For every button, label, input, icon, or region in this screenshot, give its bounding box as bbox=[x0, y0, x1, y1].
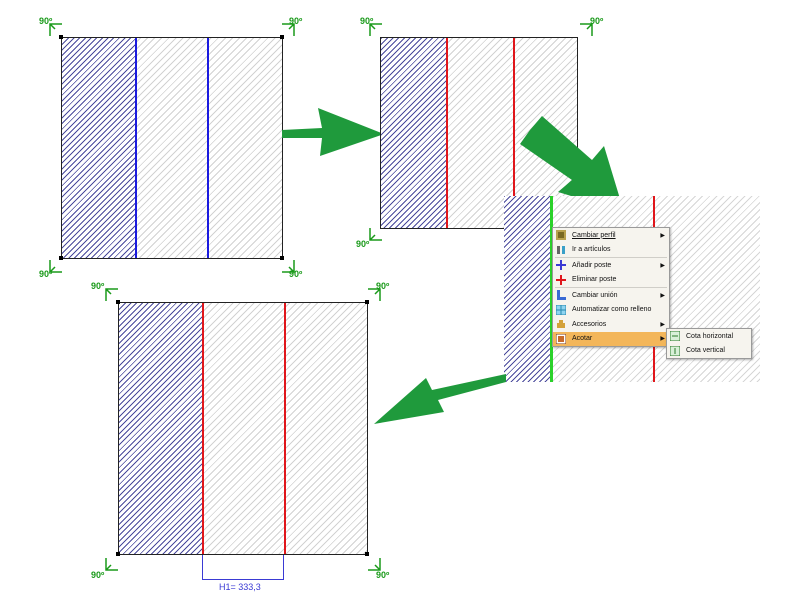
context-menu: Cambiar perfil ▶ Ir a artículos Añadir p… bbox=[552, 227, 670, 347]
menu-item-cambiar-perfil[interactable]: Cambiar perfil ▶ bbox=[553, 228, 669, 243]
angle-label: 90º bbox=[39, 269, 53, 279]
angle-bracket-icon bbox=[369, 228, 382, 241]
angle-label: 90º bbox=[590, 16, 604, 26]
angle-bracket-icon bbox=[282, 260, 295, 273]
step-arrow-icon bbox=[374, 374, 506, 424]
menu-item-ir-a-articulos[interactable]: Ir a artículos bbox=[553, 243, 669, 258]
fill-icon bbox=[555, 304, 567, 316]
menu-item-anadir-poste[interactable]: Añadir poste ▶ bbox=[553, 258, 669, 273]
dimension-bracket[interactable] bbox=[202, 555, 284, 580]
glass-pane-hatched bbox=[381, 38, 447, 228]
menu-item-acotar[interactable]: Acotar ▶ bbox=[553, 331, 669, 346]
mullion-post[interactable] bbox=[207, 38, 209, 258]
submenu-item-cota-vertical[interactable]: Cota vertical bbox=[667, 344, 751, 359]
angle-label: 90º bbox=[39, 16, 53, 26]
submenu-arrow-icon: ▶ bbox=[660, 232, 665, 239]
submenu-acotar: Cota horizontal Cota vertical bbox=[666, 328, 752, 359]
accessories-icon bbox=[555, 318, 567, 330]
menu-item-automatizar-relleno[interactable]: Automatizar como relleno bbox=[553, 303, 669, 318]
angle-bracket-icon bbox=[49, 23, 62, 36]
submenu-item-cota-horizontal[interactable]: Cota horizontal bbox=[667, 329, 751, 344]
mullion-post-selected[interactable] bbox=[550, 196, 553, 382]
corner-node bbox=[116, 552, 120, 556]
angle-bracket-icon bbox=[368, 288, 381, 301]
angle-label: 90º bbox=[356, 239, 370, 249]
angle-bracket-icon bbox=[49, 260, 62, 273]
angle-bracket-icon bbox=[105, 288, 118, 301]
corner-node bbox=[365, 300, 369, 304]
submenu-arrow-icon: ▶ bbox=[660, 292, 665, 299]
submenu-arrow-icon: ▶ bbox=[660, 321, 665, 328]
step-arrow-icon bbox=[520, 116, 624, 212]
mullion-post[interactable] bbox=[284, 303, 286, 554]
angle-label: 90º bbox=[289, 16, 303, 26]
mullion-post[interactable] bbox=[135, 38, 137, 258]
angle-bracket-icon bbox=[282, 23, 295, 36]
menu-item-cambiar-union[interactable]: Cambiar unión ▶ bbox=[553, 288, 669, 303]
dimension-h-icon bbox=[669, 330, 681, 342]
angle-label: 90º bbox=[376, 281, 390, 291]
mullion-post[interactable] bbox=[446, 38, 448, 228]
corner-node bbox=[280, 35, 284, 39]
window-frame-panel-1[interactable] bbox=[61, 37, 283, 259]
dimension-label: H1= 333,3 bbox=[219, 582, 261, 592]
window-frame-panel-4[interactable] bbox=[118, 302, 368, 555]
angle-bracket-icon bbox=[105, 558, 118, 571]
corner-node bbox=[59, 35, 63, 39]
angle-bracket-icon bbox=[368, 558, 381, 571]
glass-pane-hatched bbox=[504, 196, 550, 382]
profile-icon bbox=[555, 229, 567, 241]
glass-pane-hatched bbox=[119, 303, 202, 554]
corner-node bbox=[59, 256, 63, 260]
menu-item-accesorios[interactable]: Accesorios ▶ bbox=[553, 317, 669, 332]
angle-label: 90º bbox=[91, 570, 105, 580]
dimension-icon bbox=[555, 333, 567, 345]
angle-label: 90º bbox=[91, 281, 105, 291]
submenu-arrow-icon: ▶ bbox=[660, 262, 665, 269]
corner-node bbox=[116, 300, 120, 304]
angle-label: 90º bbox=[376, 570, 390, 580]
menu-separator bbox=[555, 287, 667, 288]
add-post-icon bbox=[555, 259, 567, 271]
articles-icon bbox=[555, 244, 567, 256]
angle-label: 90º bbox=[360, 16, 374, 26]
mullion-post[interactable] bbox=[202, 303, 204, 554]
dimension-v-icon bbox=[669, 345, 681, 357]
submenu-arrow-icon: ▶ bbox=[660, 336, 665, 343]
remove-post-icon bbox=[555, 274, 567, 286]
menu-separator bbox=[555, 257, 667, 258]
union-icon bbox=[555, 289, 567, 301]
angle-bracket-icon bbox=[369, 23, 382, 36]
step-arrow-icon bbox=[282, 108, 384, 156]
angle-label: 90º bbox=[289, 269, 303, 279]
mullion-post[interactable] bbox=[513, 38, 515, 228]
angle-bracket-icon bbox=[580, 23, 593, 36]
menu-item-eliminar-poste[interactable]: Eliminar poste bbox=[553, 273, 669, 288]
corner-node bbox=[365, 552, 369, 556]
corner-node bbox=[280, 256, 284, 260]
glass-pane-hatched bbox=[62, 38, 136, 258]
